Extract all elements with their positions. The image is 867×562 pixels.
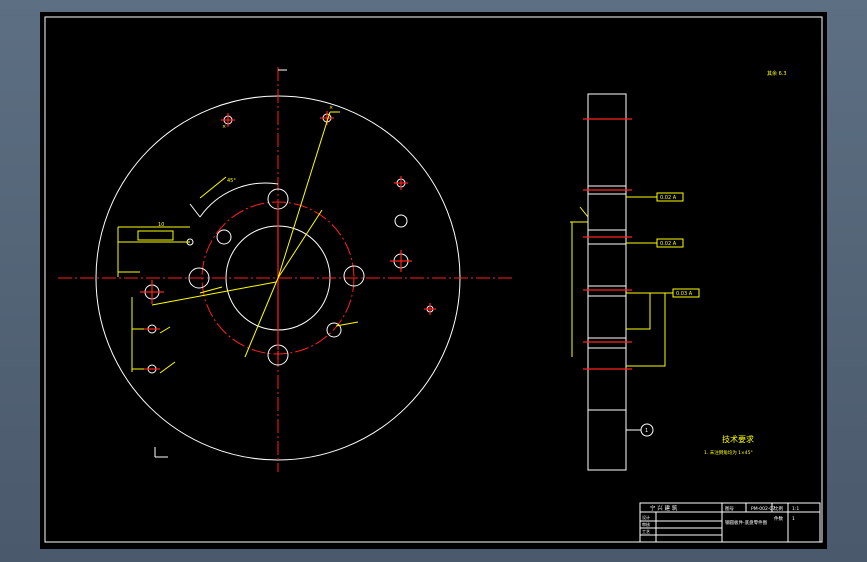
title-block-scale-value: 1:1 [792, 506, 799, 512]
title-block: 宁 兴 建 筑 图号 PM-002-07 比例 1:1 钢圆板件-底盘零件图 件… [639, 502, 821, 543]
drawing-frame [44, 16, 823, 543]
svg-text:×: × [222, 124, 226, 130]
tech-requirements-title: 技术要求 [722, 434, 754, 444]
title-block-part-code: PM-002-07 [751, 506, 775, 512]
title-block-org: 宁 兴 建 筑 [650, 504, 678, 512]
roughness-note: 其余 6.3 [767, 70, 787, 77]
title-block-scale-label: 比例 [774, 505, 783, 512]
drawing-svg: 10 45° × × [44, 16, 823, 543]
title-block-qty-label: 件数 [774, 515, 783, 522]
title-block-part-name: 钢圆板件-底盘零件图 [725, 519, 768, 526]
bolt-holes [188, 188, 365, 366]
front-view: 10 45° × × [58, 67, 515, 472]
yellow-dimensions: 10 45° × × [117, 105, 359, 374]
angle-dimension: 45° [227, 178, 236, 184]
tolerance-frame-3: 0.03 A [676, 291, 693, 297]
title-block-sheet-label: 图号 [725, 506, 734, 512]
tech-requirements-line: 1. 未注倒角均为 1×45° [704, 449, 753, 456]
svg-text:×: × [329, 105, 333, 111]
title-block-row-1: 设计 [642, 514, 650, 520]
title-block-qty-value: 1 [792, 516, 795, 522]
callout-balloon [640, 423, 654, 437]
tolerance-frame-2: 0.02 A [660, 241, 677, 247]
cad-drawing-canvas[interactable]: 10 45° × × [40, 12, 827, 549]
callout-balloon-label: 1 [645, 428, 648, 434]
small-holes [140, 111, 436, 374]
tolerance-frame-1: 0.02 A [660, 195, 677, 201]
section-view: 0.02 A 0.02 A 0.03 A 1 [570, 93, 700, 471]
slot-width-dimension: 10 [158, 222, 164, 228]
section-mark [154, 69, 287, 458]
title-block-row-3: 工艺 [642, 529, 650, 534]
title-block-row-2: 审核 [642, 521, 650, 527]
